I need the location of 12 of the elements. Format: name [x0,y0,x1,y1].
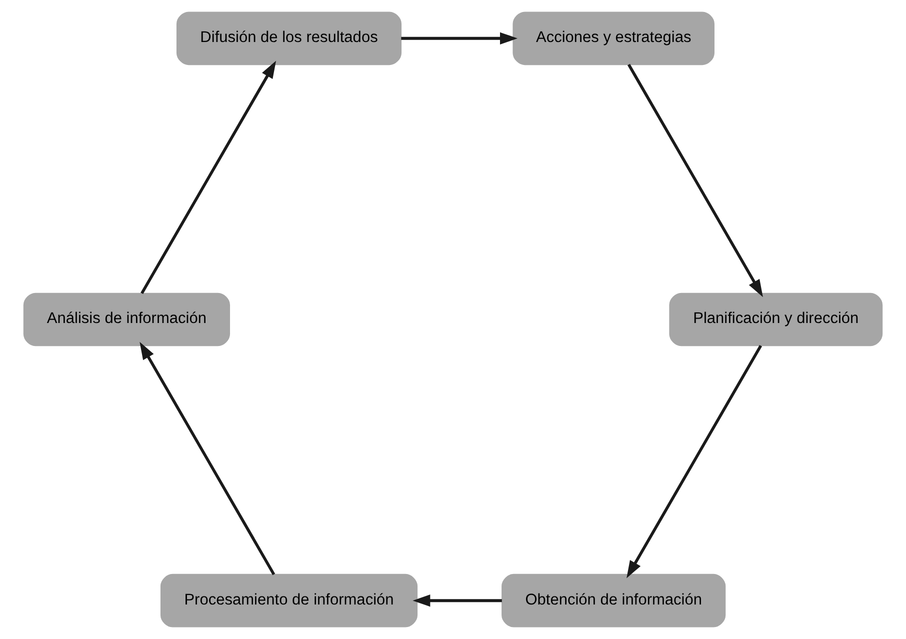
node-box: Difusión de los resultados [176,12,402,66]
arrow [140,60,276,294]
node-box: Procesamiento de información [160,574,418,628]
arrow [140,342,276,576]
arrow [412,594,502,607]
node-box: Análisis de información [23,292,230,346]
node-box: Obtención de información [502,574,726,628]
node-box: Acciones y estrategias [512,12,714,66]
arrow [626,344,762,578]
arrow [401,32,518,45]
node-box: Planificación y dirección [669,292,883,346]
arrow [627,64,763,298]
